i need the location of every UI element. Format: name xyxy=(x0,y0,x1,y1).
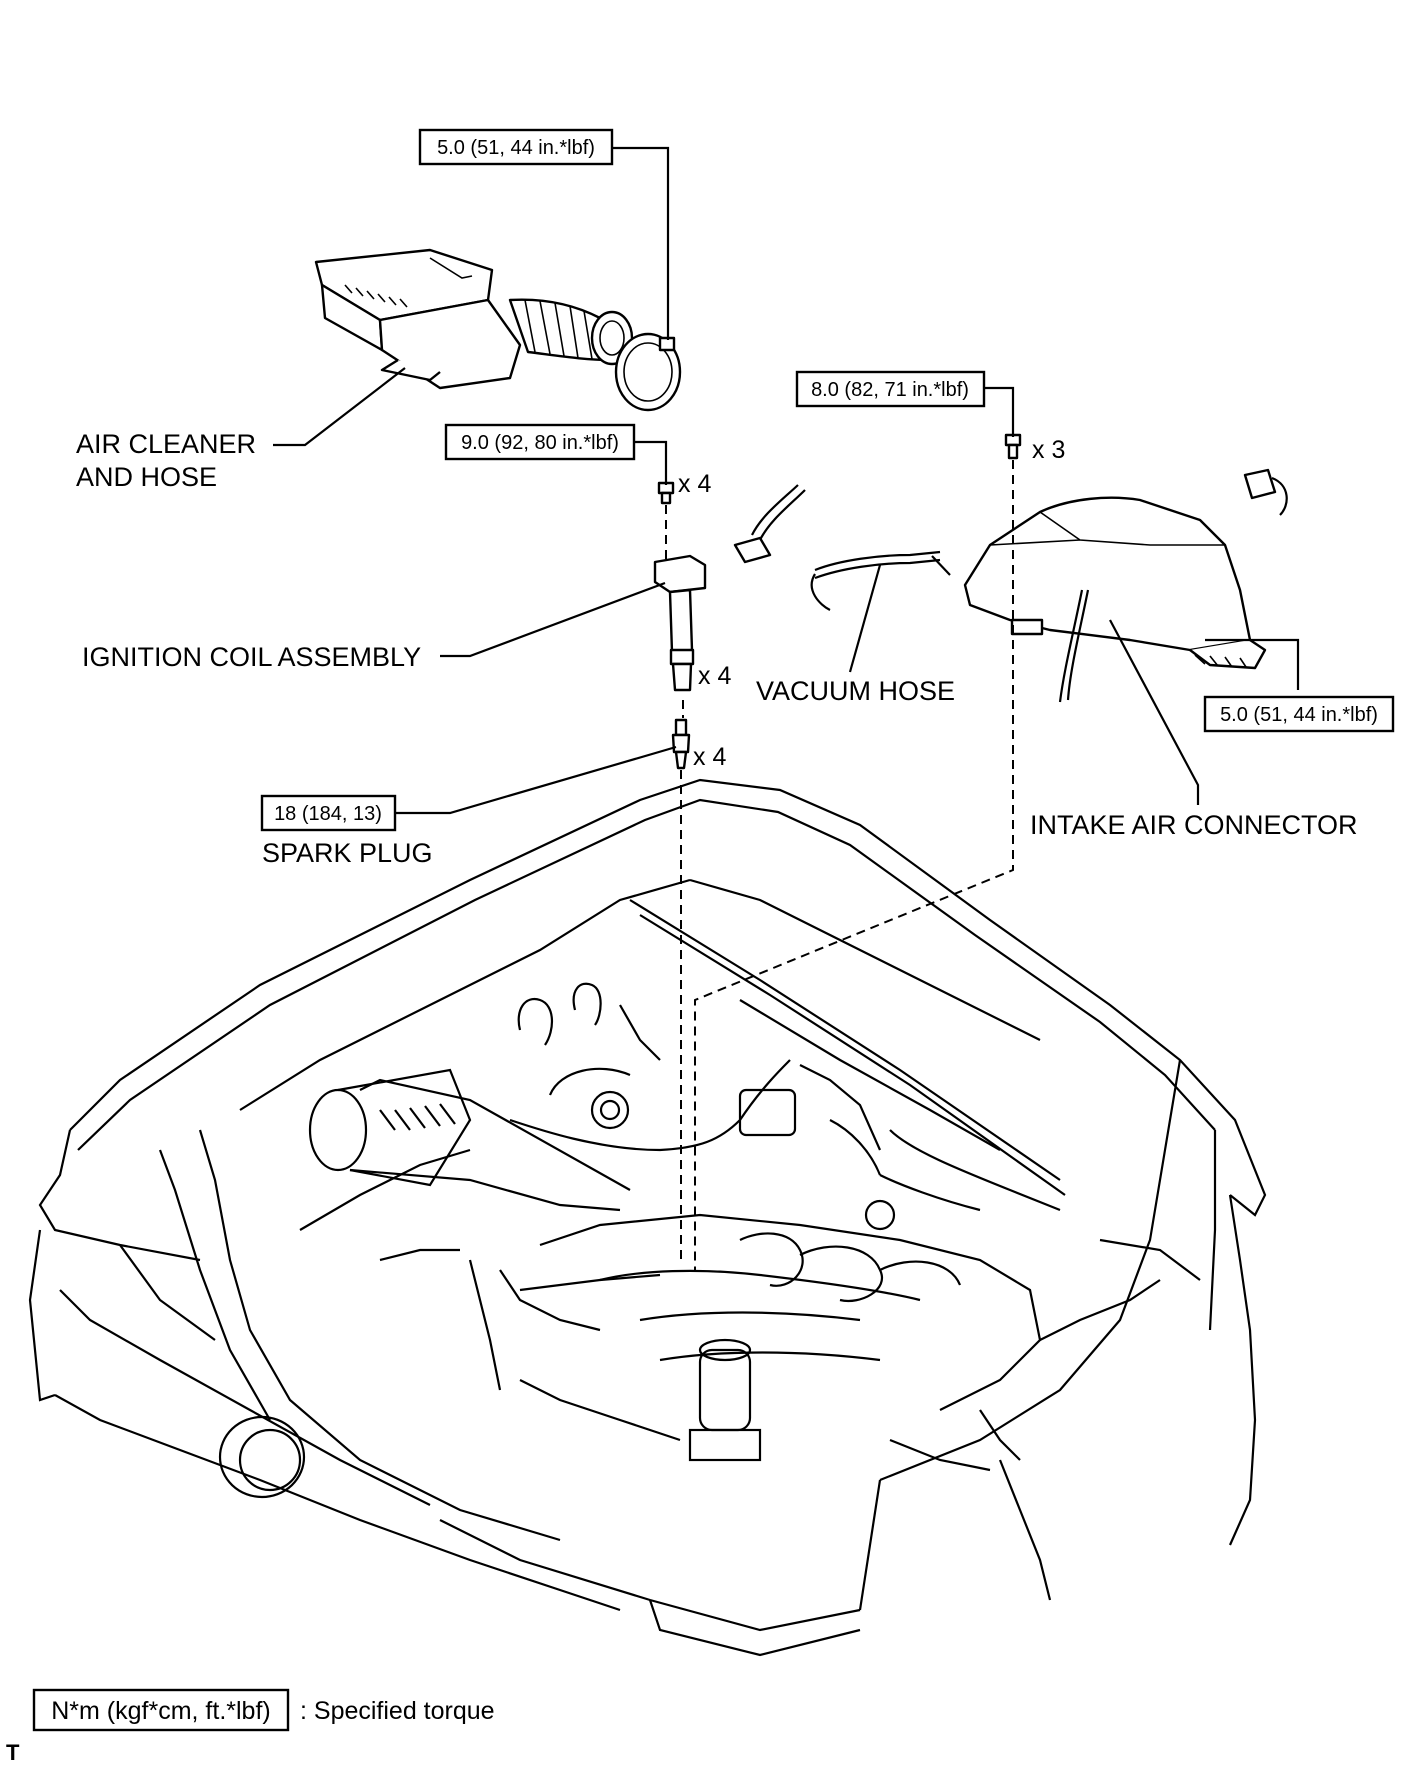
ignition-coil-illustration xyxy=(653,481,707,770)
torque-spark-plug-text: 18 (184, 13) xyxy=(274,803,382,825)
torque-callout-coil-bolt: 9.0 (92, 80 in.*lbf) xyxy=(444,423,636,461)
legend-meaning: : Specified torque xyxy=(300,1697,495,1725)
qty-spark-plug: x 4 xyxy=(693,743,726,771)
intake-air-connector-illustration xyxy=(963,433,1288,703)
corner-mark: T xyxy=(6,1740,20,1763)
label-intake-air-connector: INTAKE AIR CONNECTOR xyxy=(1030,810,1358,840)
label-ignition-coil: IGNITION COIL ASSEMBLY xyxy=(82,642,421,672)
legend-unit-box: N*m (kgf*cm, ft.*lbf) xyxy=(51,1697,270,1725)
qty-coil-bolt: x 4 xyxy=(678,470,711,498)
qty-intake-bolt: x 3 xyxy=(1032,436,1065,464)
torque-coil-bolt-text: 9.0 (92, 80 in.*lbf) xyxy=(461,432,619,454)
label-vacuum-hose: VACUUM HOSE xyxy=(756,676,955,706)
engine-bay-illustration xyxy=(28,778,1267,1657)
vacuum-hose-illustration xyxy=(733,484,951,611)
torque-callout-intake-clamp: 5.0 (51, 44 in.*lbf) xyxy=(1203,695,1395,733)
torque-callout-intake-bolt: 8.0 (82, 71 in.*lbf) xyxy=(795,370,986,408)
torque-legend: N*m (kgf*cm, ft.*lbf) : Specified torque xyxy=(32,1688,495,1732)
air-cleaner-hose-illustration xyxy=(314,248,682,412)
torque-intake-bolt-text: 8.0 (82, 71 in.*lbf) xyxy=(811,379,969,401)
label-spark-plug: SPARK PLUG xyxy=(262,838,433,868)
label-air-cleaner-line1: AIR CLEANER xyxy=(76,429,256,459)
torque-callout-hose-clamp: 5.0 (51, 44 in.*lbf) xyxy=(418,128,614,166)
torque-hose-clamp-text: 5.0 (51, 44 in.*lbf) xyxy=(437,137,595,159)
torque-callout-spark-plug: 18 (184, 13) xyxy=(260,794,397,832)
leader-lines xyxy=(273,146,1300,815)
assembly-lines xyxy=(665,460,1014,1270)
label-air-cleaner-line2: AND HOSE xyxy=(76,462,217,492)
qty-coil: x 4 xyxy=(698,662,731,690)
torque-intake-clamp-text: 5.0 (51, 44 in.*lbf) xyxy=(1220,704,1378,726)
